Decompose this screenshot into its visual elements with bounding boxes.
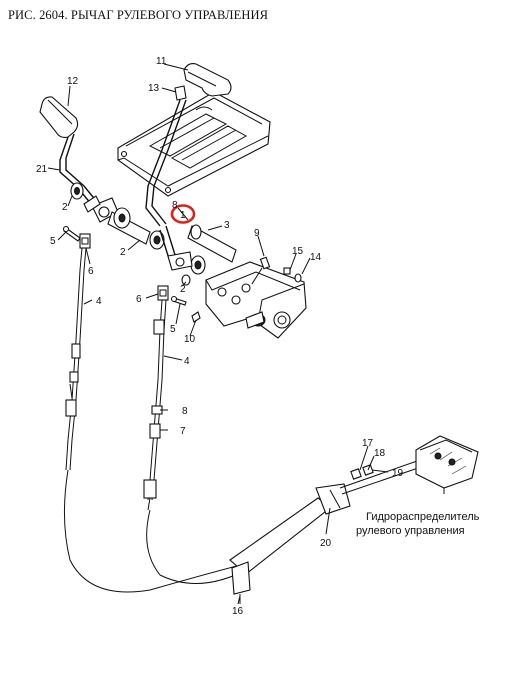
callout-7: 7 <box>180 426 186 437</box>
cross-shaft-assembly <box>107 207 237 275</box>
callout-8: 8 <box>182 406 188 417</box>
callout-15: 15 <box>292 246 304 257</box>
callout-numbers: 12 11 13 21 2 5 6 4 2 8 1 3 9 15 14 6 2 … <box>36 56 404 617</box>
left-lever-bracket <box>83 195 101 213</box>
callout-13: 13 <box>148 83 160 94</box>
nut-15 <box>283 267 291 275</box>
distributor-annotation: Гидрораспределитель рулевого управления <box>356 511 480 537</box>
lever-mount-bracket <box>205 261 307 339</box>
washer-14 <box>294 273 302 283</box>
annotation-line-2: рулевого управления <box>356 525 465 537</box>
callout-2a: 2 <box>62 202 68 213</box>
bolt-9 <box>251 256 271 285</box>
callout-11: 11 <box>156 56 167 67</box>
linkage-rod <box>339 459 425 495</box>
cable-rod-4-left <box>65 247 87 471</box>
figure-title: РИС. 2604. РЫЧАГ РУЛЕВОГО УПРАВЛЕНИЯ <box>8 8 269 22</box>
callout-14: 14 <box>310 252 322 263</box>
callout-8-small: 8 <box>172 200 178 211</box>
hydraulic-distributor <box>415 435 479 494</box>
callout-20: 20 <box>320 538 332 549</box>
callout-18: 18 <box>374 448 386 459</box>
callout-16: 16 <box>232 606 244 617</box>
right-steering-lever <box>145 63 232 271</box>
bolt-10 <box>191 311 201 323</box>
lower-linkage-lever <box>229 483 351 604</box>
callout-2c: 2 <box>180 284 186 295</box>
pin-5-left <box>62 225 81 242</box>
bushing-2-left <box>70 182 84 200</box>
callout-3: 3 <box>224 220 230 231</box>
left-steering-lever <box>39 96 119 223</box>
callout-6a: 6 <box>88 266 94 277</box>
callout-4b: 4 <box>184 356 190 367</box>
callout-10: 10 <box>184 334 196 345</box>
control-cables <box>63 469 325 593</box>
callout-1: 1 <box>180 210 186 221</box>
callout-12: 12 <box>67 76 79 87</box>
callout-2b: 2 <box>120 247 126 258</box>
callout-6b: 6 <box>136 294 142 305</box>
callout-5a: 5 <box>50 236 56 247</box>
callout-21: 21 <box>36 164 48 175</box>
callout-9: 9 <box>254 228 260 239</box>
callout-17: 17 <box>362 438 374 449</box>
pin-5-lower <box>170 295 187 306</box>
leader-lines <box>47 63 389 605</box>
annotation-line-1: Гидрораспределитель <box>366 511 480 523</box>
bushing-2-lower <box>181 274 191 286</box>
clevis-6-left <box>79 233 91 249</box>
cable-rod-4-right <box>143 299 167 511</box>
callout-5b: 5 <box>170 324 176 335</box>
callout-19: 19 <box>392 468 404 479</box>
highlight-circle <box>170 204 196 224</box>
cab-cover-plate <box>117 91 271 197</box>
clevis-6-lower <box>157 285 169 301</box>
callout-4a: 4 <box>96 296 102 307</box>
